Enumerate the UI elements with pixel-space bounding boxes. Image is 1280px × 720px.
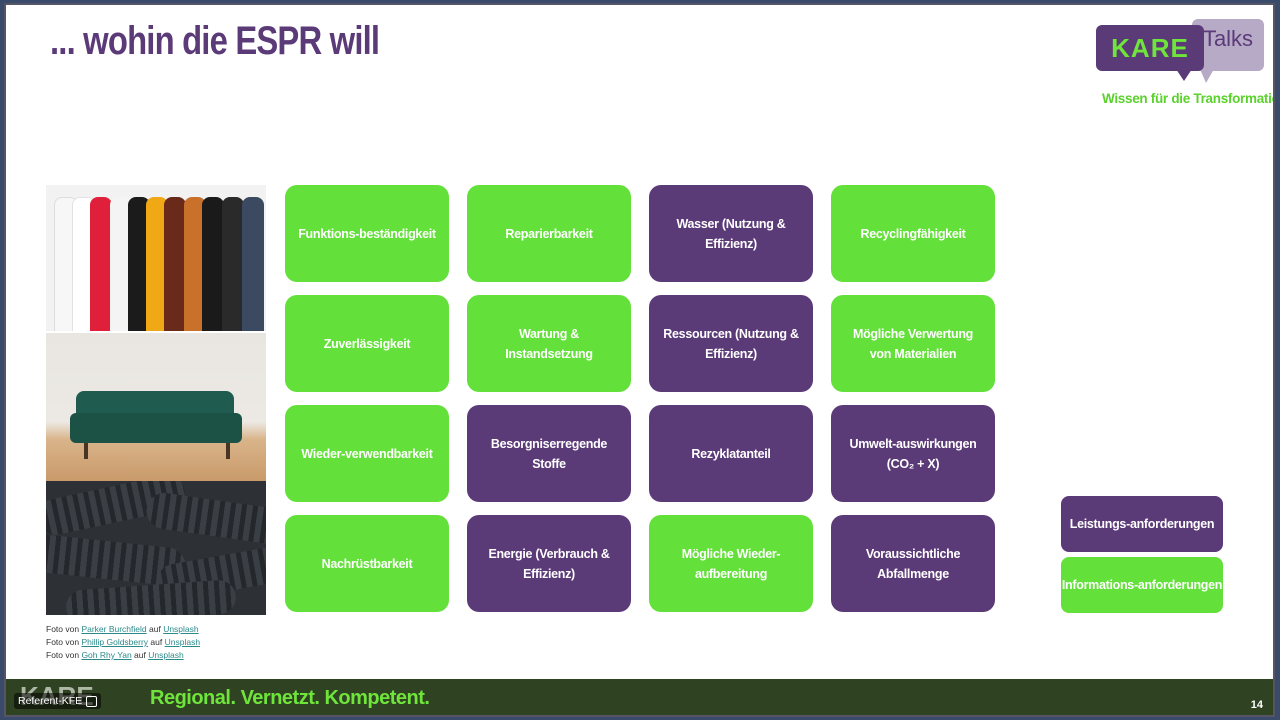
kare-talks-logo: Talks KARE Wissen für die Transformation — [1096, 19, 1273, 114]
slide-frame: ... wohin die ESPR will Talks KARE Wisse… — [4, 3, 1275, 717]
credit-author-link[interactable]: Parker Burchfield — [81, 624, 147, 634]
logo-kare-bubble: KARE — [1096, 25, 1204, 71]
sofa-photo — [46, 333, 266, 481]
requirement-card: Recyclingfähigkeit — [831, 185, 995, 282]
credit-mid: auf — [148, 637, 165, 647]
requirement-card: Umwelt-auswirkungen (CO₂ + X) — [831, 405, 995, 502]
shirt-white-3 — [110, 197, 132, 331]
logo-talks-tail — [1200, 69, 1214, 83]
requirements-grid: Funktions-beständigkeit Reparierbarkeit … — [285, 185, 995, 612]
presenter-name: Referent-KFE — [18, 695, 83, 707]
logo-subtitle: Wissen für die Transformation — [1102, 91, 1275, 106]
sofa-leg — [226, 443, 230, 459]
sofa-leg — [84, 443, 88, 459]
page-number: 14 — [1250, 699, 1263, 711]
credit-mid: auf — [146, 624, 164, 634]
credit-author-link[interactable]: Goh Rhy Yan — [81, 650, 132, 660]
credit-mid: auf — [131, 650, 149, 660]
footer-bar: KARE Referent-KFE Regional. Vernetzt. Ko… — [6, 679, 1273, 715]
shirt-black-2 — [202, 197, 224, 331]
credit-line: Foto von Phillip Goldsberry auf Unsplash — [46, 636, 200, 649]
requirement-card: Energie (Verbrauch & Effizienz) — [467, 515, 631, 612]
requirement-card: Nachrüstbarkeit — [285, 515, 449, 612]
requirement-card: Wieder-verwendbarkeit — [285, 405, 449, 502]
tire — [65, 579, 237, 615]
requirement-card: Zuverlässigkeit — [285, 295, 449, 392]
requirement-card: Mögliche Verwertung von Materialien — [831, 295, 995, 392]
requirement-card: Wartung & Instandsetzung — [467, 295, 631, 392]
legend-performance-requirements: Leistungs-anforderungen — [1061, 496, 1223, 552]
requirement-card: Wasser (Nutzung & Effizienz) — [649, 185, 813, 282]
mic-icon — [86, 695, 98, 707]
shirt-black-3 — [222, 197, 244, 331]
requirement-card: Besorgniserregende Stoffe — [467, 405, 631, 502]
clothes-photo — [46, 185, 266, 331]
credit-line: Foto von Parker Burchfield auf Unsplash — [46, 623, 200, 636]
photo-credits: Foto von Parker Burchfield auf Unsplash … — [46, 623, 200, 662]
credit-site-link[interactable]: Unsplash — [164, 637, 201, 647]
shirt-brown — [164, 197, 186, 331]
tire — [144, 490, 266, 548]
requirement-card: Voraussichtliche Abfallmenge — [831, 515, 995, 612]
credit-site-link[interactable]: Unsplash — [163, 624, 199, 634]
shirt-red — [90, 197, 112, 331]
credit-site-link[interactable]: Unsplash — [148, 650, 184, 660]
requirement-card: Funktions-beständigkeit — [285, 185, 449, 282]
legend-information-requirements: Informations-anforderungen — [1061, 557, 1223, 613]
credit-prefix: Foto von — [46, 650, 82, 660]
presenter-label: Referent-KFE — [14, 693, 102, 709]
logo-kare-tail — [1176, 69, 1192, 81]
credit-line: Foto von Goh Rhy Yan auf Unsplash — [46, 649, 200, 662]
requirement-card: Reparierbarkeit — [467, 185, 631, 282]
logo-talks-bubble: Talks — [1192, 19, 1264, 71]
requirement-card: Rezyklatanteil — [649, 405, 813, 502]
sofa-seat — [70, 413, 242, 443]
shirt-yellow — [146, 197, 168, 331]
requirement-card: Mögliche Wieder-aufbereitung — [649, 515, 813, 612]
shirt-orange — [184, 197, 206, 331]
slide-title: ... wohin die ESPR will — [50, 19, 380, 63]
footer-tagline: Regional. Vernetzt. Kompetent. — [150, 687, 430, 709]
tires-photo — [46, 481, 266, 615]
credit-prefix: Foto von — [46, 637, 82, 647]
credit-prefix: Foto von — [46, 624, 82, 634]
shirt-navy — [242, 197, 264, 331]
requirement-card: Ressourcen (Nutzung & Effizienz) — [649, 295, 813, 392]
credit-author-link[interactable]: Phillip Goldsberry — [81, 637, 149, 647]
shirt-black — [128, 197, 150, 331]
